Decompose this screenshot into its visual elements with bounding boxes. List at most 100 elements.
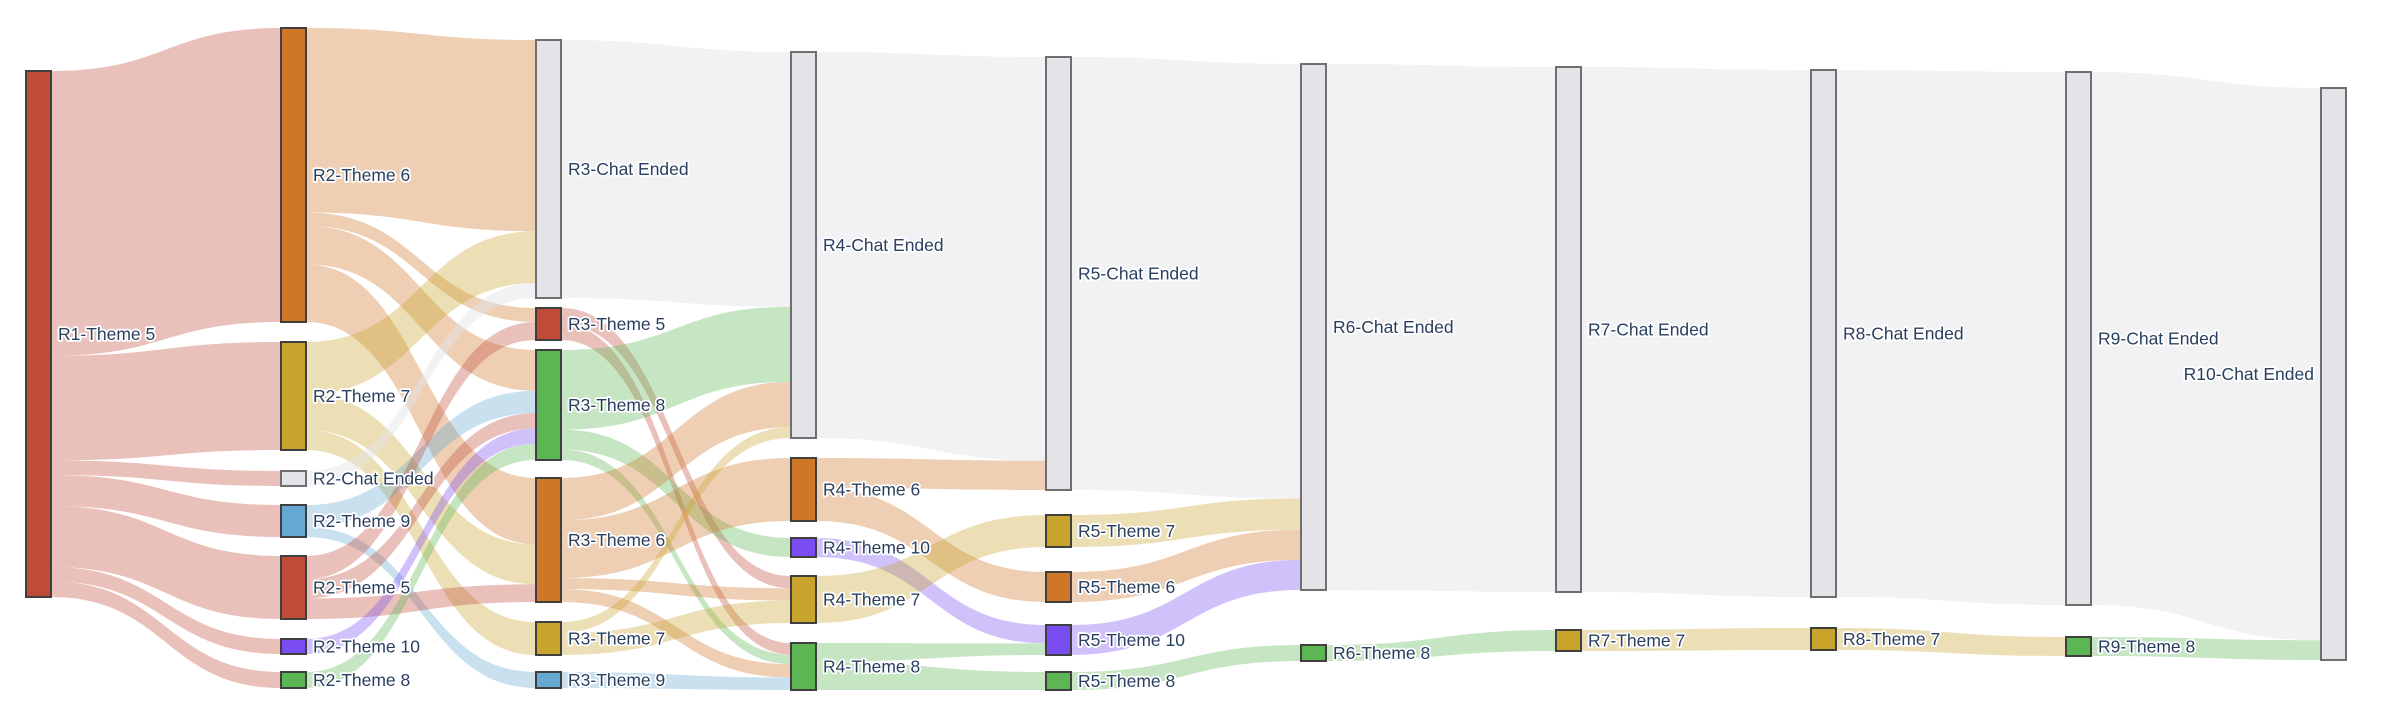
sankey-node-label-R2-T7: R2-Theme 7 xyxy=(313,386,410,406)
sankey-node-R3-T7[interactable] xyxy=(535,621,562,656)
sankey-link-R2-T7-R3-T6[interactable] xyxy=(306,394,536,585)
sankey-link-R4-T10-R5-T10[interactable] xyxy=(816,538,1046,644)
sankey-link-R2-T7-R3-CE[interactable] xyxy=(306,231,536,394)
sankey-link-R2-T5-R3-T8[interactable] xyxy=(306,413,536,599)
sankey-link-R5-T7-R6-CE[interactable] xyxy=(1071,498,1301,547)
sankey-link-R3-T5-R4-T7[interactable] xyxy=(561,308,791,589)
sankey-node-R7-T7[interactable] xyxy=(1555,629,1582,652)
sankey-node-R3-T9[interactable] xyxy=(535,671,562,689)
sankey-link-R3-CE-R4-CE[interactable] xyxy=(561,40,791,307)
sankey-node-R1-T5[interactable] xyxy=(25,70,52,598)
sankey-node-label-R4-T10: R4-Theme 10 xyxy=(823,538,930,558)
sankey-node-R3-T5[interactable] xyxy=(535,307,562,341)
sankey-link-R1-T5-R2-T8[interactable] xyxy=(51,581,281,688)
sankey-link-R3-T8-R4-T8[interactable] xyxy=(561,449,791,665)
sankey-link-R3-T6-R4-T7[interactable] xyxy=(561,578,791,601)
sankey-link-R2-T9-R3-T9[interactable] xyxy=(306,527,536,688)
sankey-link-R8-T7-R9-T8[interactable] xyxy=(1836,628,2066,656)
sankey-node-R10-CE[interactable] xyxy=(2320,87,2347,661)
sankey-node-R9-T8[interactable] xyxy=(2065,636,2092,657)
sankey-link-R1-T5-R2-T6[interactable] xyxy=(51,28,281,356)
sankey-node-label-R9-T8: R9-Theme 8 xyxy=(2098,637,2195,657)
sankey-node-R5-T6[interactable] xyxy=(1045,571,1072,603)
sankey-node-R6-CE[interactable] xyxy=(1300,63,1327,591)
sankey-link-R8-CE-R9-CE[interactable] xyxy=(1836,70,2066,605)
sankey-node-label-R3-T7: R3-Theme 7 xyxy=(568,629,665,649)
sankey-node-R3-CE[interactable] xyxy=(535,39,562,299)
sankey-link-R2-T10-R3-T8[interactable] xyxy=(306,428,536,654)
sankey-node-R6-T8[interactable] xyxy=(1300,644,1327,662)
sankey-link-R5-CE-R6-CE[interactable] xyxy=(1071,57,1301,499)
sankey-link-R5-T6-R6-CE[interactable] xyxy=(1071,529,1301,602)
sankey-link-R2-T6-R3-T5[interactable] xyxy=(306,212,536,322)
sankey-link-R6-CE-R7-CE[interactable] xyxy=(1326,64,1556,592)
sankey-node-R2-T10[interactable] xyxy=(280,638,307,655)
sankey-node-R2-T9[interactable] xyxy=(280,504,307,538)
sankey-node-R5-T8[interactable] xyxy=(1045,671,1072,691)
sankey-link-R5-T10-R6-CE[interactable] xyxy=(1071,559,1301,655)
sankey-link-R1-T5-R2-T7[interactable] xyxy=(51,342,281,461)
sankey-link-R2-T5-R3-T6[interactable] xyxy=(306,584,536,619)
sankey-link-R2-T8-R3-T8[interactable] xyxy=(306,443,536,688)
sankey-link-R3-T5-R4-T8[interactable] xyxy=(561,324,791,655)
sankey-link-R2-T6-R3-T8[interactable] xyxy=(306,225,536,391)
sankey-link-R2-T5-R3-T5[interactable] xyxy=(306,322,536,580)
sankey-node-label-R5-T7: R5-Theme 7 xyxy=(1078,521,1175,541)
sankey-link-R9-T8-R10-CE[interactable] xyxy=(2091,637,2321,660)
sankey-link-R4-T6-R5-T6[interactable] xyxy=(816,487,1046,602)
sankey-link-R3-T7-R4-CE[interactable] xyxy=(561,427,791,633)
sankey-node-label-R3-T5: R3-Theme 5 xyxy=(568,314,665,334)
sankey-node-R2-T6[interactable] xyxy=(280,27,307,323)
sankey-node-R9-CE[interactable] xyxy=(2065,71,2092,606)
sankey-link-R9-CE-R10-CE[interactable] xyxy=(2091,72,2321,641)
sankey-node-R4-T7[interactable] xyxy=(790,575,817,624)
sankey-node-R8-CE[interactable] xyxy=(1810,69,1837,598)
sankey-node-R2-T8[interactable] xyxy=(280,671,307,689)
sankey-link-R3-T8-R4-CE[interactable] xyxy=(561,306,791,430)
sankey-link-R1-T5-R2-CE[interactable] xyxy=(51,460,281,486)
sankey-labels-layer: R1-Theme 5R2-Theme 6R2-Theme 7R2-Chat En… xyxy=(56,157,2316,693)
sankey-link-R3-T8-R4-T10[interactable] xyxy=(561,429,791,557)
sankey-node-R4-T6[interactable] xyxy=(790,457,817,522)
sankey-link-R1-T5-R2-T10[interactable] xyxy=(51,566,281,654)
sankey-node-label-R7-T7: R7-Theme 7 xyxy=(1588,631,1685,651)
sankey-link-R2-T9-R3-T8[interactable] xyxy=(306,390,536,527)
sankey-link-R2-CE-R3-CE[interactable] xyxy=(306,283,536,486)
sankey-node-R2-T5[interactable] xyxy=(280,555,307,620)
sankey-link-R7-T7-R8-T7[interactable] xyxy=(1581,628,1811,651)
sankey-link-R7-CE-R8-CE[interactable] xyxy=(1581,67,1811,597)
sankey-node-R2-CE[interactable] xyxy=(280,470,307,487)
sankey-link-R1-T5-R2-T9[interactable] xyxy=(51,474,281,537)
sankey-link-R4-T8-R5-T8[interactable] xyxy=(816,661,1046,690)
sankey-link-R6-T8-R7-T7[interactable] xyxy=(1326,630,1556,661)
sankey-node-label-R3-T6: R3-Theme 6 xyxy=(568,530,665,550)
sankey-link-R4-T7-R5-T7[interactable] xyxy=(816,515,1046,623)
sankey-link-R4-T6-R5-CE[interactable] xyxy=(816,458,1046,490)
sankey-node-R2-T7[interactable] xyxy=(280,341,307,451)
sankey-link-R4-CE-R5-CE[interactable] xyxy=(816,52,1046,461)
sankey-link-R2-T6-R3-CE[interactable] xyxy=(306,28,536,232)
sankey-link-R2-T6-R3-T6[interactable] xyxy=(306,264,536,545)
sankey-link-R5-T8-R6-T8[interactable] xyxy=(1071,645,1301,690)
sankey-node-R3-T8[interactable] xyxy=(535,349,562,461)
sankey-node-R7-CE[interactable] xyxy=(1555,66,1582,593)
sankey-link-R3-T7-R4-T7[interactable] xyxy=(561,600,791,655)
sankey-nodes-layer xyxy=(25,27,2347,691)
sankey-node-R8-T7[interactable] xyxy=(1810,627,1837,651)
sankey-link-R4-T8-R5-T10[interactable] xyxy=(816,643,1046,662)
sankey-link-R3-T9-R4-T8[interactable] xyxy=(561,672,791,690)
sankey-link-R1-T5-R2-T5[interactable] xyxy=(51,505,281,619)
sankey-link-R3-T6-R4-T6[interactable] xyxy=(561,458,791,579)
sankey-node-R5-T7[interactable] xyxy=(1045,514,1072,548)
sankey-node-R4-CE[interactable] xyxy=(790,51,817,439)
sankey-node-R4-T8[interactable] xyxy=(790,642,817,691)
sankey-node-label-R4-T6: R4-Theme 6 xyxy=(823,480,920,500)
sankey-link-R3-T6-R4-T8[interactable] xyxy=(561,589,791,678)
sankey-node-R4-T10[interactable] xyxy=(790,537,817,558)
sankey-link-R2-T7-R3-T7[interactable] xyxy=(306,430,536,655)
sankey-node-R5-CE[interactable] xyxy=(1045,56,1072,491)
sankey-link-R3-T6-R4-CE[interactable] xyxy=(561,381,791,521)
sankey-node-R3-T6[interactable] xyxy=(535,477,562,603)
sankey-node-R5-T10[interactable] xyxy=(1045,624,1072,656)
